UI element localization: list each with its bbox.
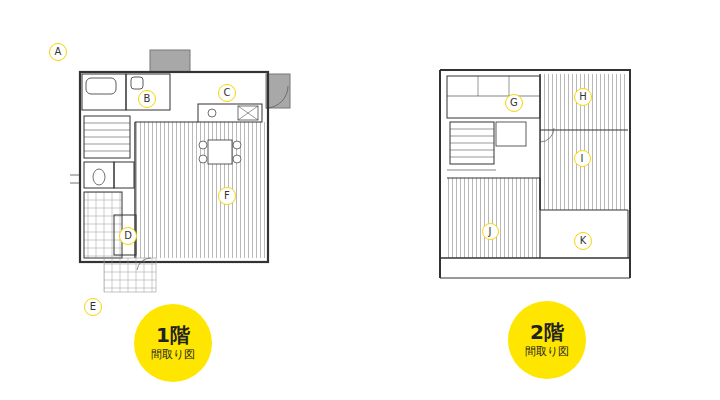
node-label: B xyxy=(144,93,151,104)
node-label: I xyxy=(581,153,584,164)
node-label: G xyxy=(510,97,518,108)
callout-letter: J xyxy=(482,223,499,240)
node-sublabel: 間取り図 xyxy=(525,346,569,358)
node-label: J xyxy=(489,226,492,237)
node-label: C xyxy=(224,87,231,98)
floor-badge: 2階間取り図 xyxy=(508,301,586,379)
callout-letter: B xyxy=(138,90,156,108)
callout-letter: A xyxy=(49,43,67,61)
node-label: H xyxy=(579,91,587,102)
callout-letter: F xyxy=(218,187,235,204)
second-floor-plan xyxy=(440,70,630,278)
node-label: K xyxy=(580,235,587,246)
node-label: F xyxy=(224,190,230,201)
node-label: 2階 xyxy=(530,321,564,343)
first-floor-plan xyxy=(70,50,290,292)
callout-letter: I xyxy=(574,150,591,167)
callout-letter: G xyxy=(505,94,523,112)
callout-letter: C xyxy=(218,84,236,102)
callout-letter: E xyxy=(84,298,102,316)
floor-badge: 1階間取り図 xyxy=(134,304,212,382)
callout-letter: D xyxy=(119,227,137,245)
node-label: 1階 xyxy=(156,324,190,346)
node-label: D xyxy=(124,230,132,241)
node-label: E xyxy=(90,301,96,312)
callout-letter: H xyxy=(574,88,592,106)
node-label: A xyxy=(55,46,62,57)
node-sublabel: 間取り図 xyxy=(151,349,195,361)
callout-letter: K xyxy=(574,232,592,250)
